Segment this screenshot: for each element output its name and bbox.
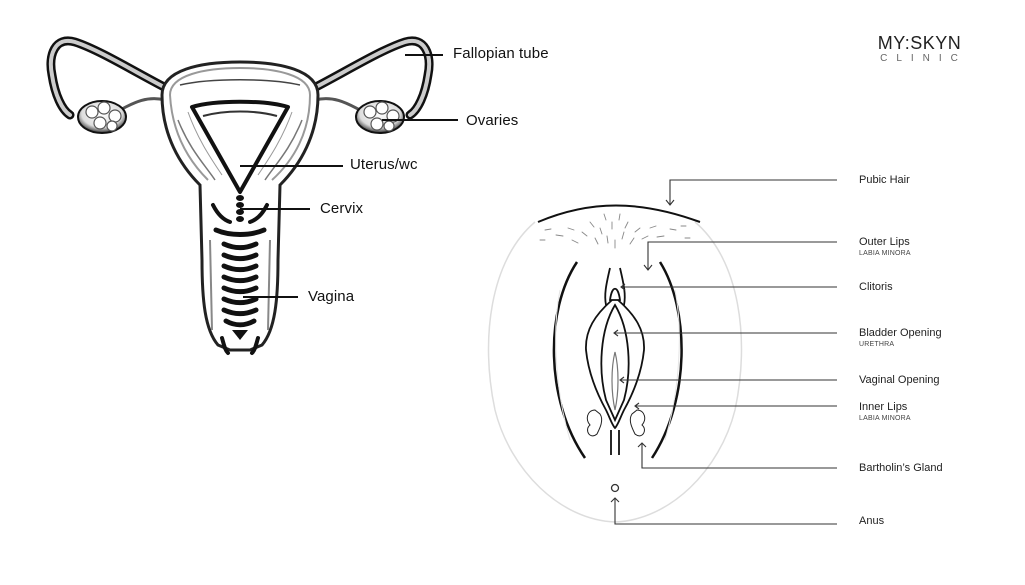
label-pubic-hair: Pubic Hair (859, 174, 910, 186)
right-ovary (355, 100, 405, 134)
label-inner-lips: Inner Lips LABIA MINORA (859, 401, 911, 422)
internal-leader-lines (240, 54, 458, 298)
label-vagina: Vagina (308, 288, 355, 305)
label-uterus-clip: Uterus/wc (340, 155, 430, 177)
label-outer-lips-sub: LABIA MINORA (859, 250, 911, 257)
label-bartholins-gland: Bartholin’s Gland (859, 462, 943, 474)
clinic-logo: MY:SKYN CLINIC (862, 34, 977, 66)
left-ovary (77, 100, 127, 134)
logo-subtitle: CLINIC (880, 53, 967, 64)
label-fallopian-tube: Fallopian tube (453, 45, 549, 62)
label-clitoris: Clitoris (859, 281, 893, 293)
uterus-illustration (46, 36, 434, 355)
label-outer-lips: Outer Lips LABIA MINORA (859, 236, 911, 257)
label-uterus: Uterus/wc (350, 156, 418, 173)
label-inner-lips-sub: LABIA MINORA (859, 415, 911, 422)
label-vaginal-opening: Vaginal Opening (859, 374, 940, 386)
label-bladder-opening: Bladder Opening URETHRA (859, 327, 942, 348)
logo-brand: MY:SKYN (877, 33, 962, 53)
label-anus: Anus (859, 515, 885, 527)
vulva-illustration (487, 204, 743, 523)
label-cervix: Cervix (320, 200, 364, 217)
external-leader-lines (610, 179, 837, 525)
label-ovaries: Ovaries (466, 112, 519, 129)
label-bladder-opening-sub: URETHRA (859, 341, 895, 348)
